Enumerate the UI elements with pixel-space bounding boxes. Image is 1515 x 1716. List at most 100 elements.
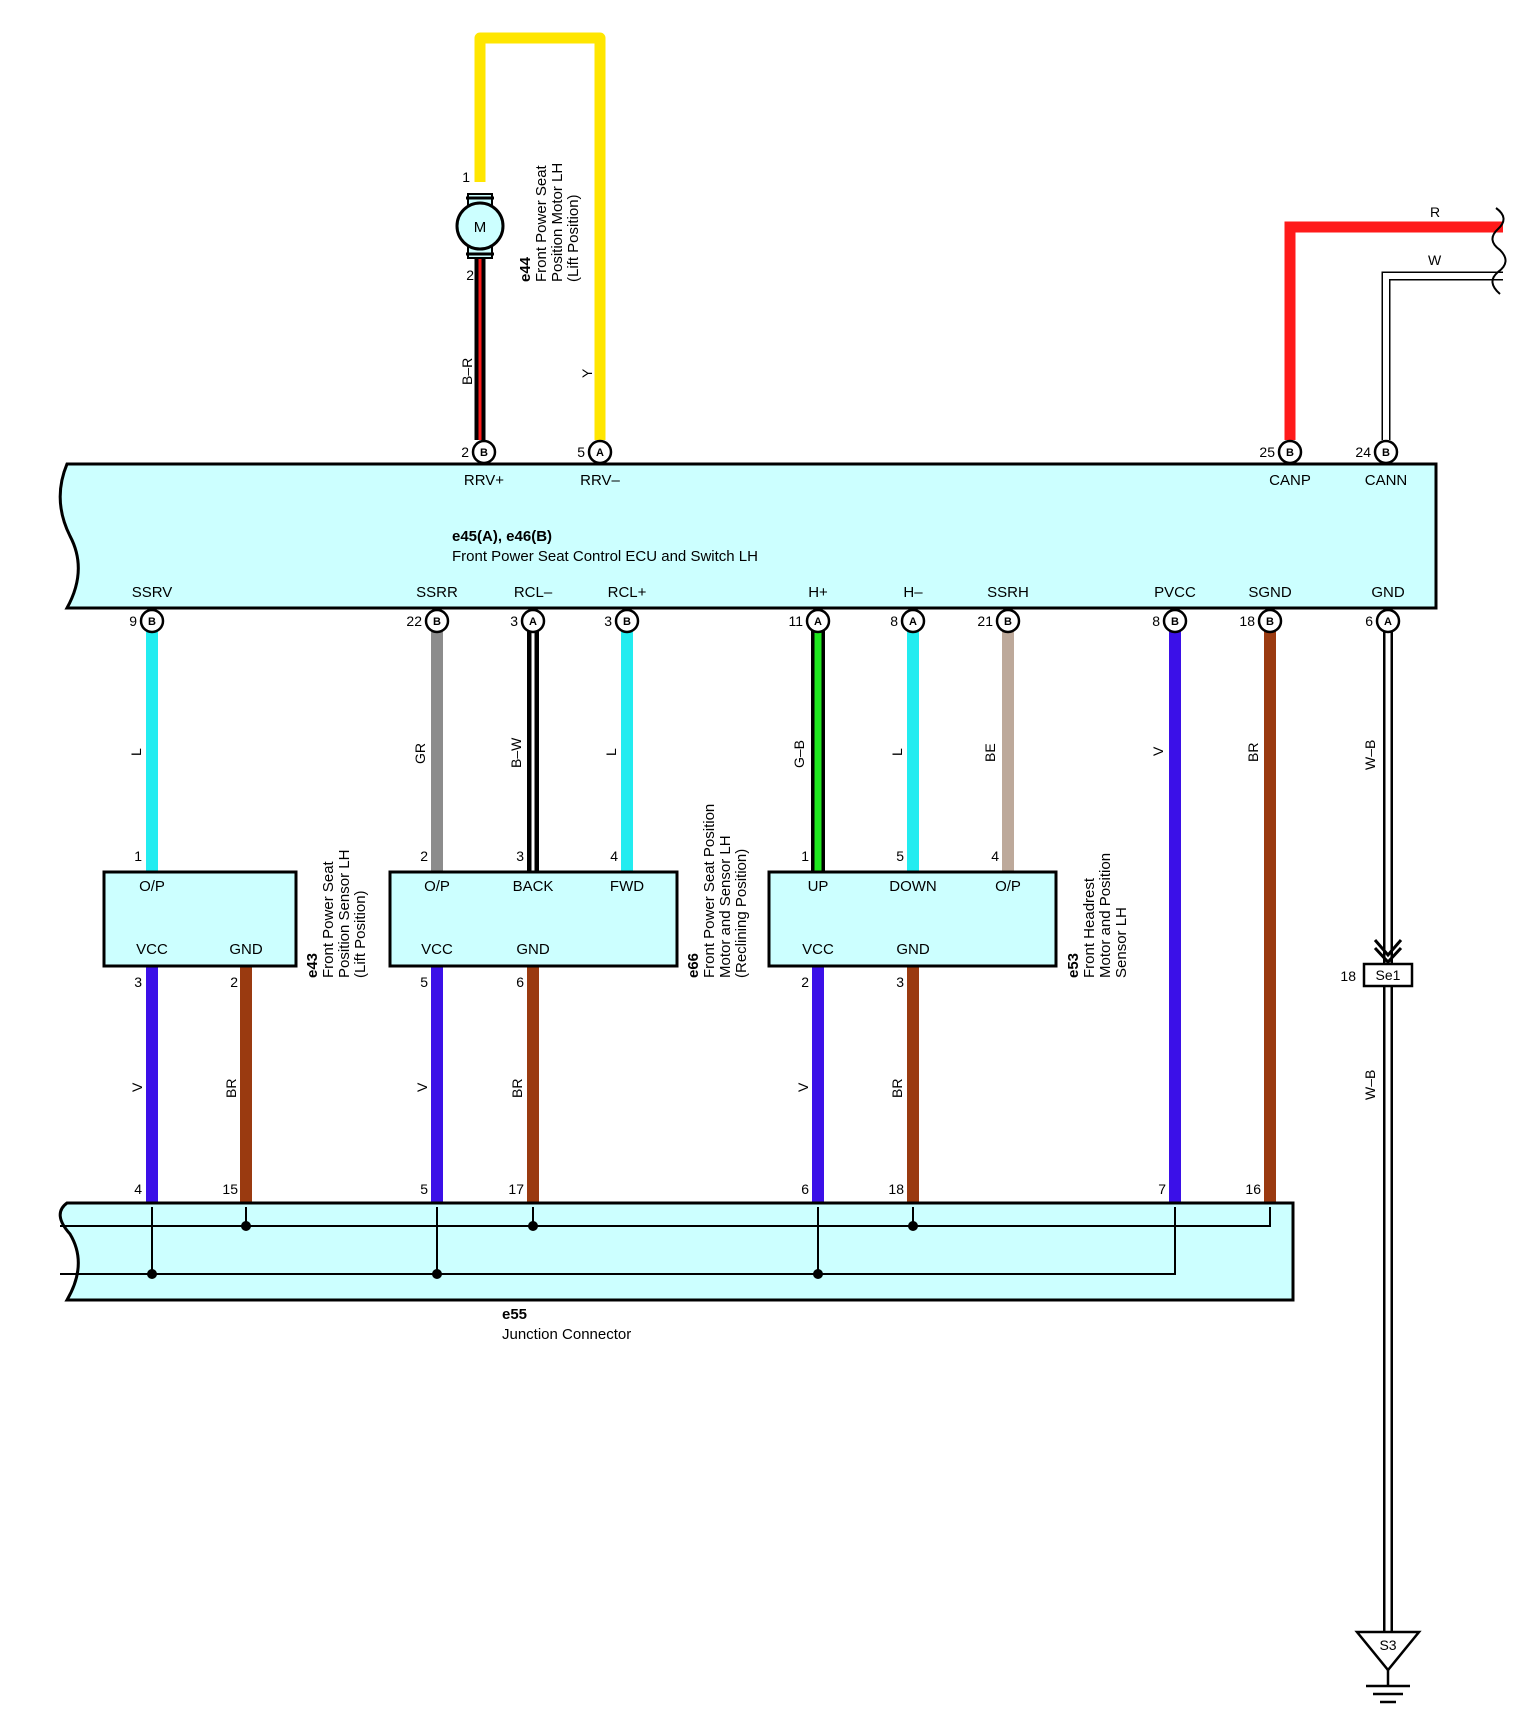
ecu-top-pin-num: 2 — [461, 444, 469, 460]
splice-arrow — [1373, 939, 1403, 965]
junction-pin: 6 — [801, 1181, 809, 1197]
sensor-code: e43 — [304, 953, 321, 978]
motor-symbol: M — [455, 193, 505, 259]
wire-cann-white — [1381, 271, 1503, 440]
sensor-caption: e66 Front Power Seat Position Motor and … — [685, 804, 750, 978]
sensor-name-1: Front Headrest — [1081, 877, 1098, 978]
ecu-bottom-pin-label: GND — [1371, 584, 1405, 601]
ecu-bottom-wire-code: L — [128, 748, 144, 756]
motor-name-1: Front Power Seat — [533, 164, 550, 282]
ground-label: S3 — [1379, 1637, 1396, 1653]
ecu-bottom-wire-code: G–B — [791, 740, 807, 768]
junction-pin: 5 — [420, 1181, 428, 1197]
sensor-bottom-wire: V — [129, 1082, 145, 1092]
ecu-bottom-wire-code: V — [1150, 746, 1166, 756]
motor-code: e44 — [517, 256, 534, 282]
sensor-top-pin: 2 — [420, 848, 428, 864]
ecu-bottom-pin-label: H+ — [808, 584, 828, 601]
ecu-bottom-pin-h-minus: A 8 H– L — [889, 584, 926, 756]
ecu-bottom-pin-conn: B — [433, 616, 441, 628]
ecu-bottom-pin-num: 22 — [406, 613, 422, 629]
ecu-bottom-pin-num: 6 — [1365, 613, 1373, 629]
ecu-top-pin-num: 24 — [1355, 444, 1371, 460]
ecu-bottom-pin-num: 9 — [129, 613, 137, 629]
ecu-bottom-wire-code: BE — [982, 743, 998, 762]
sensor-bottom-label: VCC — [421, 941, 453, 958]
ecu-bottom-pin-conn: B — [1004, 616, 1012, 628]
ecu-bottom-pin-label: RCL+ — [608, 584, 647, 601]
ecu-bottom-pin-ssrr: B 22 SSRR GR — [406, 584, 458, 764]
ecu-top-pin-label: RRV– — [580, 472, 620, 489]
sensor-top-pin: 3 — [516, 848, 524, 864]
ecu-bottom-pin-conn: B — [148, 616, 156, 628]
ecu-bottom-pin-label: RCL– — [514, 584, 553, 601]
sensor-name-2: Motor and Sensor LH — [717, 835, 734, 978]
sensor-bottom-pin: 5 — [420, 974, 428, 990]
junction-bus-vcc — [151, 1207, 1176, 1275]
ecu-bottom-pin-label: SSRR — [416, 584, 458, 601]
junction-pin: 4 — [134, 1181, 142, 1197]
sensor-bottom-label: GND — [896, 941, 930, 958]
motor-pin-bottom: 2 — [466, 267, 474, 283]
ecu-top-pin-label: CANN — [1365, 472, 1408, 489]
junction-pin: 7 — [1158, 1181, 1166, 1197]
junction-dot — [241, 1221, 251, 1231]
ecu-bottom-wire-code: BR — [1245, 743, 1261, 762]
sensor-caption: e53 Front Headrest Motor and Position Se… — [1065, 853, 1130, 978]
junction-dot — [813, 1269, 823, 1279]
ecu-bottom-pin-num: 18 — [1239, 613, 1255, 629]
junction-bus-gnd — [245, 1207, 1271, 1227]
sensor-name-2: Position Sensor LH — [336, 850, 353, 978]
sensor-bottom-label: GND — [516, 941, 550, 958]
sensor-bottom-wire: BR — [223, 1079, 239, 1098]
ecu-bottom-pin-rcl-plus: B 3 RCL+ L — [603, 584, 647, 756]
junction-pin: 17 — [508, 1181, 524, 1197]
sensor-name-2: Motor and Position — [1097, 853, 1114, 978]
ecu-bottom-pin-rcl-minus: A 3 RCL– B–W — [508, 584, 553, 768]
ecu-bottom-pin-sgnd: B 18 SGND BR — [1239, 584, 1291, 762]
ecu-bottom-wire-code: GR — [412, 743, 428, 764]
motor-pin-top: 1 — [462, 169, 470, 185]
sensor-e53: 1 5 4 UP DOWN O/P VCC GND 2 3 V BR e53 F… — [767, 848, 1130, 1098]
wire-cann-white-inner — [1383, 273, 1505, 442]
junction-box — [58, 1201, 1295, 1302]
sensor-bottom-pin: 2 — [801, 974, 809, 990]
sensor-bottom-label: VCC — [802, 941, 834, 958]
ecu-bottom-pin-ssrv: B 9 SSRV L — [128, 584, 172, 756]
wire-code-r: R — [1430, 204, 1440, 220]
sensor-caption: e43 Front Power Seat Position Sensor LH … — [304, 850, 369, 978]
sensor-bottom-label: GND — [229, 941, 263, 958]
junction-pin: 15 — [222, 1181, 238, 1197]
wire-motor-yellow — [474, 32, 606, 440]
ecu-bottom-wire-code: L — [889, 748, 905, 756]
ecu-bottom-pin-num: 3 — [604, 613, 612, 629]
motor-m-label: M — [474, 219, 487, 236]
ecu-top-pin-conn: B — [480, 447, 488, 459]
sensor-code: e66 — [685, 953, 702, 978]
motor-caption: e44 Front Power Seat Position Motor LH (… — [517, 163, 582, 282]
sensor-bottom-wire: BR — [889, 1079, 905, 1098]
ecu-top-pin-conn: B — [1286, 447, 1294, 459]
ecu-bottom-wire-code: L — [603, 748, 619, 756]
wire-code-b-r: B–R — [459, 358, 475, 385]
sensor-box — [102, 870, 298, 968]
ecu-bottom-pin-conn: B — [623, 616, 631, 628]
ecu-top-pin-canp: B 25 CANP — [1259, 439, 1311, 489]
sensor-top-pin: 4 — [610, 848, 618, 864]
sensor-bottom-pin: 3 — [896, 974, 904, 990]
ecu-bottom-pin-num: 8 — [890, 613, 898, 629]
junction-pin: 18 — [888, 1181, 904, 1197]
ecu-bottom-pin-conn: A — [909, 616, 917, 628]
ecu-bottom-pin-num: 8 — [1152, 613, 1160, 629]
sensor-code: e53 — [1065, 953, 1082, 978]
wire-code-y: Y — [579, 368, 595, 378]
sensor-e43: 1 O/P VCC GND 3 2 V BR e43 Front Power S… — [102, 848, 369, 1098]
sensor-name-3: (Lift Position) — [352, 890, 369, 978]
sensor-top-pin: 5 — [896, 848, 904, 864]
ground-symbol — [1354, 1630, 1422, 1672]
ecu-top-pin-cann: B 24 CANN — [1355, 439, 1408, 489]
sensor-box — [388, 870, 679, 968]
ecu-bottom-pin-conn: A — [1384, 616, 1392, 628]
wire-canp-red — [1284, 221, 1503, 440]
